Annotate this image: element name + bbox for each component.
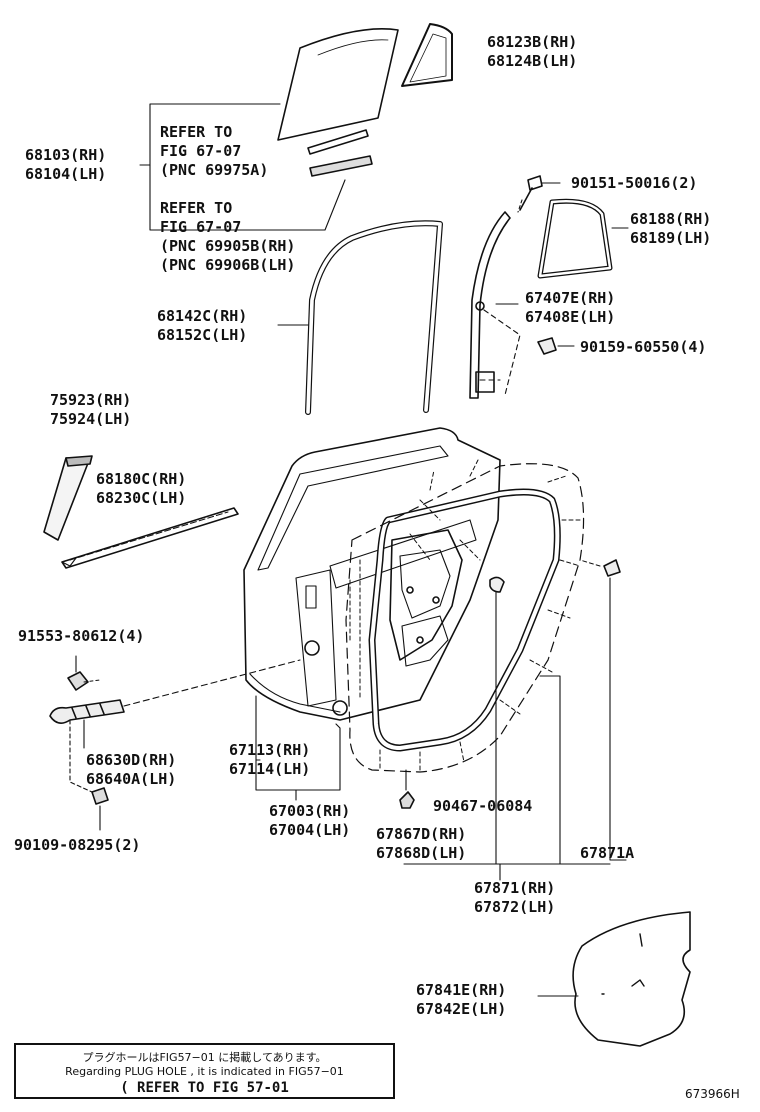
glass-run-drawing (305, 220, 443, 415)
bolt-90159-drawing (537, 337, 557, 355)
label-68123b: 68123B(RH) (487, 33, 578, 51)
label-68124b: 68124B(LH) (487, 52, 578, 70)
label-67871: 67871(RH) (474, 879, 556, 897)
clip-90467-drawing (489, 576, 505, 593)
door-panel-drawing (243, 427, 501, 721)
label-68189: 68189(LH) (630, 229, 712, 247)
inner-panel-drawing (389, 529, 463, 661)
label-91553: 91553-80612(4) (18, 627, 145, 645)
belt-moulding-drawing (61, 507, 239, 569)
label-67868d: 67868D(LH) (376, 844, 467, 862)
clip-67871a-drawing (603, 559, 621, 577)
label-67872: 67872(LH) (474, 898, 556, 916)
label-75924: 75924(LH) (50, 410, 132, 428)
screw-90151-drawing (519, 175, 543, 211)
label-90109: 90109-08295(2) (14, 836, 141, 854)
note-refer-line: ( REFER TO FIG 57-01 (120, 1080, 289, 1096)
label-68103: 68103(RH) (25, 146, 107, 164)
note-japanese-line: プラグホールはFIG57−01 に掲載してあります。 (82, 1051, 327, 1064)
refer2-line2: FIG 67-07 (160, 218, 242, 236)
door-glass-drawing (277, 28, 399, 141)
refer2-line1: REFER TO (160, 199, 233, 217)
refer2-line4: (PNC 69906B(LH) (160, 256, 296, 274)
label-67408e: 67408E(LH) (525, 308, 616, 326)
label-67003: 67003(RH) (269, 802, 351, 820)
label-68188: 68188(RH) (630, 210, 712, 228)
bolt-90109-drawing (91, 787, 109, 805)
pillar-garnish-drawing (43, 457, 91, 541)
door-weatherstrip-drawing (368, 488, 561, 752)
division-bar-drawing (469, 211, 511, 399)
label-68180c: 68180C(RH) (96, 470, 187, 488)
label-67841e: 67841E(RH) (416, 981, 507, 999)
bolt-91553-drawing (67, 671, 89, 691)
refer1-line1: REFER TO (160, 123, 233, 141)
label-90151: 90151-50016(2) (571, 174, 698, 192)
label-67114: 67114(LH) (229, 760, 311, 778)
label-68104: 68104(LH) (25, 165, 107, 183)
glass-weatherstrip-outer-drawing (309, 155, 373, 177)
door-check-drawing (49, 699, 125, 724)
label-90467: 90467-06084 (433, 797, 533, 815)
label-90159: 90159-60550(4) (580, 338, 707, 356)
label-68640a: 68640A(LH) (86, 770, 177, 788)
label-67871a: 67871A (580, 844, 635, 862)
label-67842e: 67842E(LH) (416, 1000, 507, 1018)
label-67407e: 67407E(RH) (525, 289, 616, 307)
label-67113: 67113(RH) (229, 741, 311, 759)
label-68630d: 68630D(RH) (86, 751, 177, 769)
label-67004: 67004(LH) (269, 821, 351, 839)
label-68152c: 68152C(LH) (157, 326, 248, 344)
label-68230c: 68230C(LH) (96, 489, 187, 507)
glass-weatherstrip-inner-drawing (307, 129, 369, 155)
label-68142c: 68142C(RH) (157, 307, 248, 325)
service-hole-cover-drawing (572, 911, 691, 1047)
refer1-line2: FIG 67-07 (160, 142, 242, 160)
clip-67867d-drawing (399, 791, 415, 809)
label-67867d: 67867D(RH) (376, 825, 467, 843)
quarter-glass-drawing (401, 23, 453, 87)
plug-hole-note-box: プラグホールはFIG57−01 に掲載してあります。 Regarding PLU… (14, 1043, 395, 1099)
outer-seal-dashed-drawing (345, 463, 585, 773)
note-english-line: Regarding PLUG HOLE , it is indicated in… (65, 1065, 344, 1078)
label-75923: 75923(RH) (50, 391, 132, 409)
figure-id: 673966H (685, 1087, 740, 1101)
refer1-line3: (PNC 69975A) (160, 161, 269, 179)
refer2-line3: (PNC 69905B(RH) (160, 237, 296, 255)
